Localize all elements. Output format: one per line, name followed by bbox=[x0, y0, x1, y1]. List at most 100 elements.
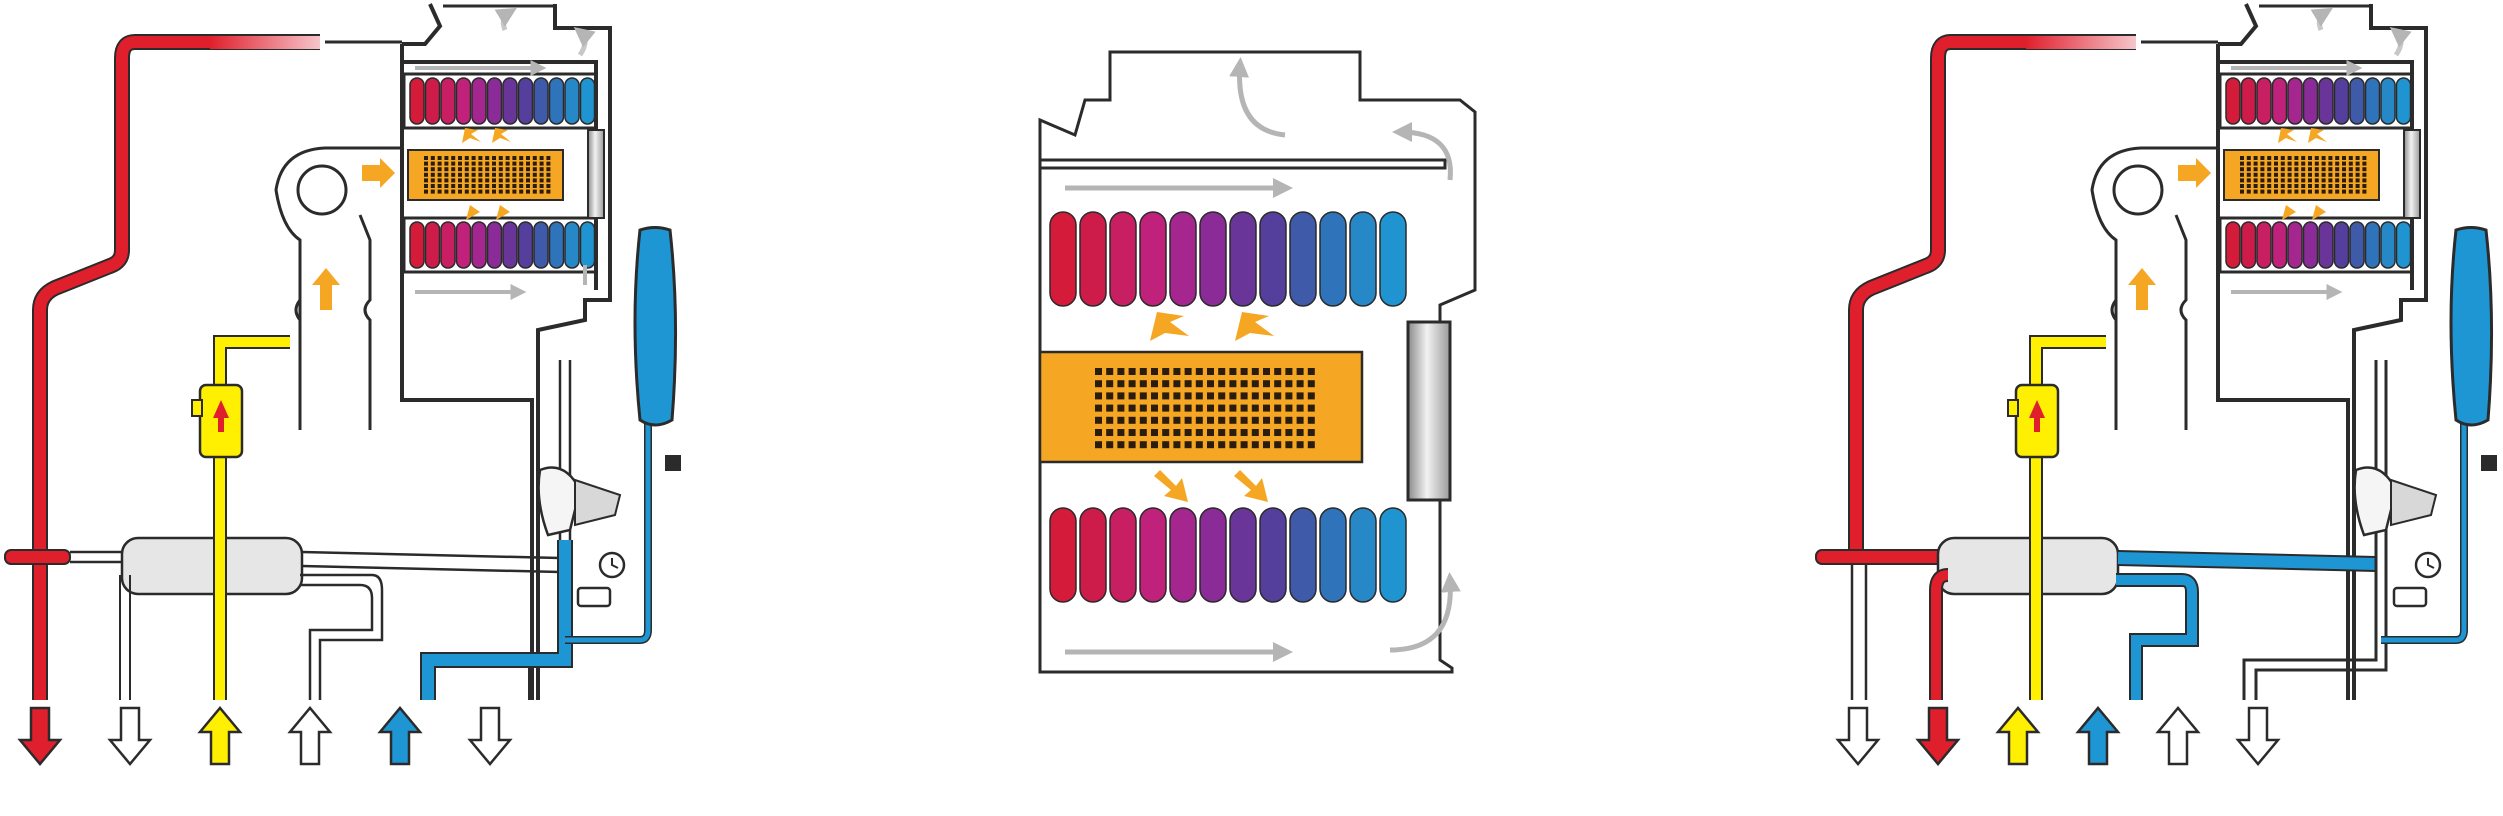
burner-hole bbox=[451, 184, 456, 188]
burner-hole bbox=[532, 156, 537, 160]
burner-hole bbox=[2362, 172, 2367, 177]
burner-hole bbox=[437, 184, 442, 188]
burner-hole bbox=[1296, 368, 1304, 375]
burner-hole bbox=[539, 167, 544, 172]
burner-hole bbox=[546, 156, 551, 160]
burner-hole bbox=[464, 156, 469, 160]
exchanger-tube bbox=[2318, 221, 2334, 269]
burner-hole bbox=[512, 167, 517, 172]
burner-hole bbox=[1095, 441, 1102, 449]
burner-hole bbox=[2287, 189, 2292, 194]
left-diagram bbox=[4, 3, 681, 766]
burner-hole bbox=[1184, 441, 1192, 449]
heating-flow-pipe bbox=[4, 34, 402, 700]
gas-valve-icon bbox=[2007, 335, 2106, 700]
burner-hole bbox=[471, 184, 476, 188]
exchanger-tube bbox=[2364, 221, 2381, 269]
burner-hole bbox=[1139, 380, 1147, 388]
burner-hole bbox=[519, 156, 524, 160]
exchanger-tube bbox=[1199, 507, 1227, 603]
burner-hole bbox=[1139, 404, 1147, 412]
burner-hole bbox=[2280, 161, 2285, 166]
pump-icon bbox=[537, 466, 622, 537]
flue-outlet bbox=[2259, 4, 2412, 57]
burner-hole bbox=[1173, 416, 1181, 424]
burner-hole bbox=[444, 189, 449, 194]
burner-hole bbox=[2308, 156, 2312, 160]
burner-hole bbox=[1251, 392, 1259, 400]
burner-hole bbox=[1106, 416, 1114, 424]
flow-arrow-icon bbox=[1065, 57, 1461, 662]
burner-hole bbox=[471, 156, 476, 160]
burner-hole bbox=[2260, 172, 2265, 177]
burner-hole bbox=[2267, 184, 2272, 188]
burner-hole bbox=[492, 178, 496, 183]
burner-hole bbox=[478, 167, 483, 172]
burner-hole bbox=[2335, 167, 2340, 172]
burner-hole bbox=[471, 172, 476, 177]
connection-arrow bbox=[1995, 706, 2041, 766]
burner-hole bbox=[546, 172, 551, 177]
burner-hole bbox=[1307, 368, 1315, 375]
burner-hole bbox=[1285, 416, 1293, 424]
burner-hole bbox=[485, 189, 490, 194]
burner-hole bbox=[2308, 189, 2312, 194]
burner-hole bbox=[2260, 156, 2265, 160]
burner-hole bbox=[1251, 404, 1259, 412]
burner-hole bbox=[1173, 392, 1181, 400]
burner-hole bbox=[1128, 368, 1136, 375]
burner-hole bbox=[1195, 404, 1203, 412]
burner-hole bbox=[1274, 441, 1282, 449]
burner-hole bbox=[539, 189, 544, 194]
burner-hole bbox=[505, 172, 510, 177]
burner-hole bbox=[2328, 172, 2333, 177]
burner-hole bbox=[1229, 441, 1237, 449]
burner-hole bbox=[1207, 392, 1214, 400]
exchanger-tube bbox=[2395, 221, 2412, 269]
burner-hole bbox=[2308, 184, 2312, 188]
burner-hole bbox=[2260, 184, 2265, 188]
burner-hole bbox=[2362, 156, 2367, 160]
burner-hole bbox=[1184, 429, 1192, 436]
burner-hole bbox=[539, 178, 544, 183]
cold-return-pipe bbox=[420, 360, 652, 700]
burner-hole bbox=[498, 178, 503, 183]
burner-hole bbox=[437, 167, 442, 172]
exchanger-tube bbox=[1139, 507, 1167, 603]
burner-hole bbox=[1095, 416, 1102, 424]
exchanger-tube bbox=[440, 221, 456, 269]
exchanger-tube bbox=[455, 221, 472, 269]
burner-hole bbox=[505, 178, 510, 183]
burner-hole bbox=[2355, 189, 2360, 194]
burner-hole bbox=[498, 189, 503, 194]
burner-hole bbox=[1218, 392, 1226, 400]
burner-hole bbox=[444, 156, 449, 160]
burner-hole bbox=[2246, 178, 2251, 183]
burner-hole bbox=[1207, 368, 1214, 375]
exchanger-tube bbox=[2287, 221, 2303, 269]
burner-hole bbox=[2274, 172, 2278, 177]
burner-hole bbox=[2253, 172, 2258, 177]
burner-hole bbox=[526, 156, 530, 160]
burner-hole bbox=[2348, 178, 2353, 183]
burner-hole bbox=[1251, 368, 1259, 375]
burner-hole bbox=[2342, 156, 2346, 160]
burner-hole bbox=[2287, 161, 2292, 166]
burner-hole bbox=[1251, 429, 1259, 436]
burner-hole bbox=[2342, 178, 2346, 183]
burner-hole bbox=[1263, 392, 1270, 400]
burner-hole bbox=[2301, 178, 2306, 183]
burner-hole bbox=[1240, 392, 1248, 400]
burner-hole bbox=[2260, 189, 2265, 194]
burner-hole bbox=[546, 184, 551, 188]
burner-hole bbox=[2328, 167, 2333, 172]
burner-hole bbox=[1274, 429, 1282, 436]
burner-hole bbox=[2314, 184, 2319, 188]
burner-hole bbox=[2335, 161, 2340, 166]
exchanger-tube bbox=[1229, 211, 1257, 307]
burner-hole bbox=[2301, 172, 2306, 177]
burner-hole bbox=[458, 161, 462, 166]
exchanger-tube bbox=[548, 77, 565, 125]
burner-hole bbox=[1307, 441, 1315, 449]
burner-hole bbox=[526, 184, 530, 188]
